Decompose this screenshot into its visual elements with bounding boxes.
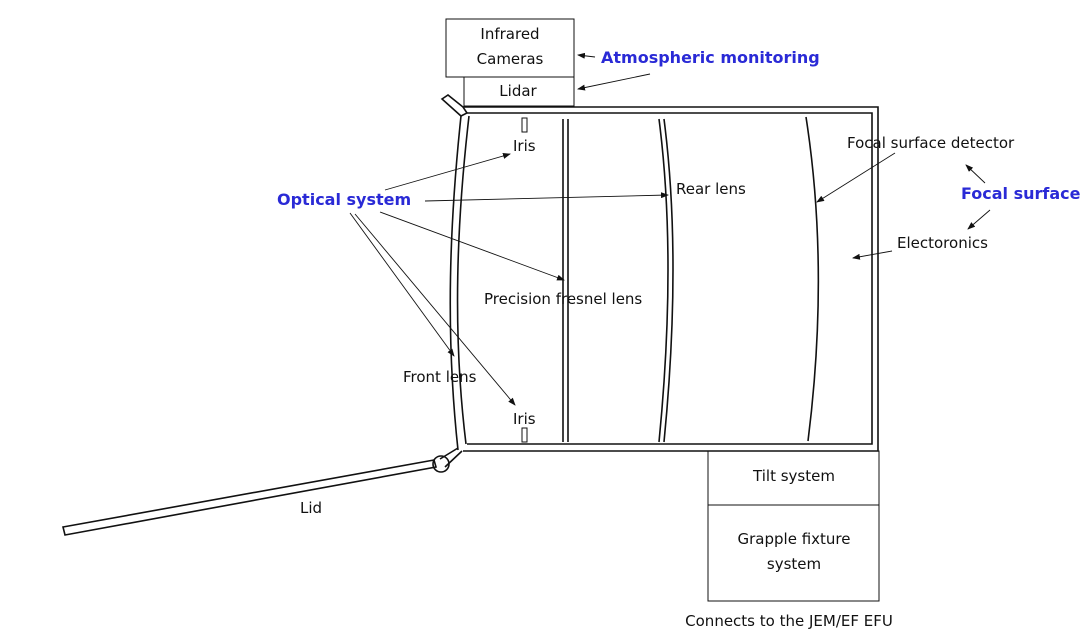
atmospheric-monitoring-label: Atmospheric monitoring [601,48,820,67]
lidar-box [463,76,575,107]
arrow-optical-to-iris-bottom [354,213,516,406]
optical-system-label: Optical system [277,190,411,209]
front-lens-left [449,115,462,451]
rear-lens-label: Rear lens [676,180,746,198]
arrow-optical-to-rear-lens [424,192,669,202]
electronics-label: Electoronics [897,234,988,252]
arrow-focal-to-electronics [967,209,991,230]
infrared-cameras-label-1: Infrared [480,25,539,43]
housing-outer [463,106,879,452]
arrow-optical-to-fresnel [379,211,565,281]
arrow-optical-to-front-lens [349,212,455,357]
focal-surface-curve [805,116,820,442]
grapple-label-1: Grapple fixture [738,530,851,548]
focal-surface-detector-label: Focal surface detector [847,134,1015,152]
arrow-to-infrared [577,52,596,59]
grapple-label-2: system [767,555,821,573]
arrow-to-lidar [577,73,651,91]
arrow-focal-to-detector [965,164,986,184]
front-lens-label: Front lens [403,368,477,386]
housing-inner [467,112,873,445]
iris-bottom-label: Iris [513,410,536,428]
rear-lens-left [658,118,669,443]
hinge-arm [439,447,463,468]
grapple-fixture-box [707,504,880,602]
lid-hinge [432,455,450,473]
iris-bottom-marker [521,427,528,443]
rear-lens-right [663,118,674,443]
lidar-label: Lidar [499,82,537,100]
iris-top-marker [521,117,528,133]
tilt-system-label: Tilt system [752,467,835,485]
iris-top-label: Iris [513,137,536,155]
focal-surface-label: Focal surface [961,184,1081,203]
lid [62,459,438,536]
top-left-pipe [440,94,469,117]
precision-fresnel-label: Precision fresnel lens [484,290,642,308]
lid-label: Lid [300,499,322,517]
arrow-detector-to-curve [816,152,896,203]
front-lens-right [456,115,470,445]
connects-label: Connects to the JEM/EF EFU [685,612,893,630]
infrared-cameras-label-2: Cameras [477,50,544,68]
arrow-electronics-to-box [852,250,893,260]
arrow-optical-to-iris-top [384,153,511,191]
